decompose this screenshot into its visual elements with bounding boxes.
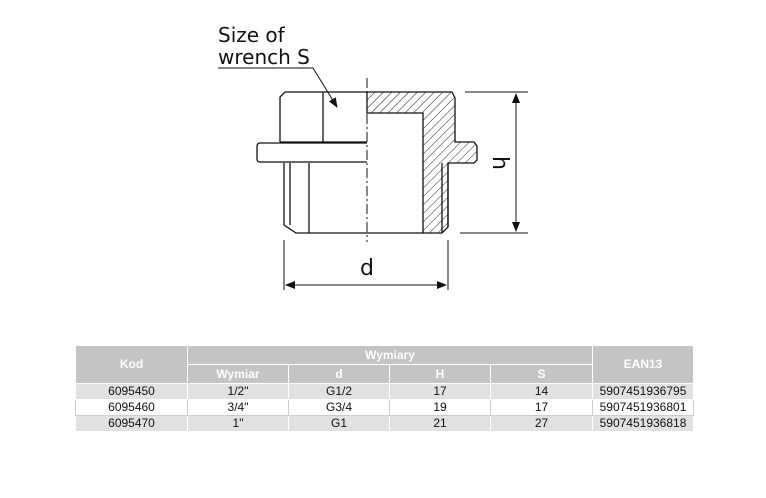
wrench-label-line2: wrench S bbox=[218, 45, 310, 69]
technical-drawing: Size of wrench S h d bbox=[218, 23, 528, 290]
cell-ean: 5907451936801 bbox=[592, 399, 694, 416]
header-kod: Kod bbox=[75, 345, 188, 384]
cell-ean: 5907451936818 bbox=[592, 415, 694, 432]
cell-h: 21 bbox=[389, 415, 491, 432]
cell-wymiar: 3/4" bbox=[187, 399, 289, 416]
table-row: 6095460 3/4" G3/4 19 17 5907451936801 bbox=[75, 399, 694, 416]
cell-wymiar: 1" bbox=[187, 415, 289, 432]
cell-h: 17 bbox=[389, 383, 491, 400]
header-wymiar: Wymiar bbox=[187, 364, 289, 384]
section-hatch bbox=[366, 91, 478, 234]
cell-d: G1 bbox=[288, 415, 390, 432]
table-row: 6095450 1/2" G1/2 17 14 5907451936795 bbox=[75, 383, 694, 400]
cell-h: 19 bbox=[389, 399, 491, 416]
cell-d: G3/4 bbox=[288, 399, 390, 416]
product-table: Kod Wymiary EAN13 Wymiar d H S 6095450 1… bbox=[75, 345, 694, 432]
cell-kod: 6095470 bbox=[75, 415, 188, 432]
header-ean: EAN13 bbox=[592, 345, 694, 384]
dim-h-label: h bbox=[487, 156, 512, 170]
cell-ean: 5907451936795 bbox=[592, 383, 694, 400]
cell-kod: 6095460 bbox=[75, 399, 188, 416]
cell-wymiar: 1/2" bbox=[187, 383, 289, 400]
dim-d-label: d bbox=[360, 256, 374, 281]
cell-d: G1/2 bbox=[288, 383, 390, 400]
cell-s: 14 bbox=[490, 383, 593, 400]
header-d: d bbox=[288, 364, 390, 384]
header-h: H bbox=[389, 364, 491, 384]
cell-s: 17 bbox=[490, 399, 593, 416]
table-row: 6095470 1" G1 21 27 5907451936818 bbox=[75, 415, 694, 432]
header-s: S bbox=[490, 364, 593, 384]
header-wymiary: Wymiary bbox=[187, 345, 593, 365]
wrench-label-line1: Size of bbox=[218, 23, 286, 47]
cell-kod: 6095450 bbox=[75, 383, 188, 400]
cell-s: 27 bbox=[490, 415, 593, 432]
